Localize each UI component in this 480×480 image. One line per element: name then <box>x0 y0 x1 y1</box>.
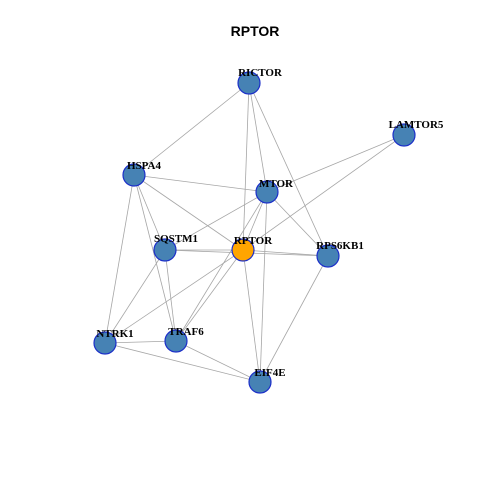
diagram-title: RPTOR <box>231 23 280 39</box>
node-circle-mtor <box>255 180 279 204</box>
edge-lamtor5-rptor <box>242 134 405 251</box>
edge-lamtor5-mtor <box>266 134 405 193</box>
edge-rictor-mtor <box>248 82 268 193</box>
node-label-lamtor5: LAMTOR5 <box>389 119 444 131</box>
edge-rptor-traf6 <box>175 249 244 342</box>
edge-rps6kb1-eif4e <box>259 255 329 383</box>
edge-mtor-traf6 <box>175 191 268 342</box>
node-circle-ntrk1 <box>93 331 117 355</box>
node-label-sqstm1: SQSTM1 <box>154 233 198 245</box>
edge-mtor-rps6kb1 <box>266 191 329 257</box>
node-rptor: RPTOR <box>231 235 273 262</box>
edge-rptor-rps6kb1 <box>242 249 329 257</box>
edge-rictor-rps6kb1 <box>248 82 329 257</box>
node-label-traf6: TRAF6 <box>168 326 204 338</box>
edge-rptor-ntrk1 <box>104 249 244 344</box>
node-circle-rptor <box>231 238 255 262</box>
node-circle-rps6kb1 <box>316 244 340 268</box>
edge-hspa4-sqstm1 <box>133 174 166 251</box>
edge-layer <box>104 82 405 383</box>
node-circle-traf6 <box>164 329 188 353</box>
edge-sqstm1-traf6 <box>164 249 177 342</box>
node-ntrk1: NTRK1 <box>93 328 134 355</box>
node-circle-rictor <box>237 71 261 95</box>
edge-traf6-eif4e <box>175 340 261 383</box>
edge-ntrk1-eif4e <box>104 342 261 383</box>
edge-hspa4-mtor <box>133 174 268 193</box>
edge-hspa4-traf6 <box>133 174 177 342</box>
node-label-hspa4: HSPA4 <box>127 160 162 172</box>
edge-rictor-rptor <box>242 82 250 251</box>
node-label-rps6kb1: RPS6KB1 <box>316 240 364 252</box>
edge-hspa4-rptor <box>133 174 244 251</box>
node-sqstm1: SQSTM1 <box>153 233 198 262</box>
node-hspa4: HSPA4 <box>122 160 162 187</box>
edge-hspa4-ntrk1 <box>104 174 135 344</box>
node-label-ntrk1: NTRK1 <box>96 328 133 340</box>
node-mtor: MTOR <box>255 178 294 204</box>
node-label-mtor: MTOR <box>259 178 294 190</box>
node-lamtor5: LAMTOR5 <box>389 119 444 147</box>
node-traf6: TRAF6 <box>164 326 204 353</box>
edge-sqstm1-ntrk1 <box>104 249 166 344</box>
node-label-rptor: RPTOR <box>234 235 273 247</box>
node-label-rictor: RICTOR <box>238 67 283 79</box>
node-circle-eif4e <box>248 370 272 394</box>
edge-rptor-eif4e <box>242 249 261 383</box>
edge-ntrk1-traf6 <box>104 340 177 344</box>
node-label-eif4e: EIF4E <box>254 367 285 379</box>
node-rps6kb1: RPS6KB1 <box>316 240 364 268</box>
node-rictor: RICTOR <box>237 67 283 95</box>
node-circle-lamtor5 <box>392 123 416 147</box>
edge-rictor-hspa4 <box>133 82 250 176</box>
edge-mtor-sqstm1 <box>164 191 268 251</box>
edge-mtor-eif4e <box>259 191 268 383</box>
node-circle-hspa4 <box>122 163 146 187</box>
node-eif4e: EIF4E <box>248 367 286 394</box>
node-circle-sqstm1 <box>153 238 177 262</box>
